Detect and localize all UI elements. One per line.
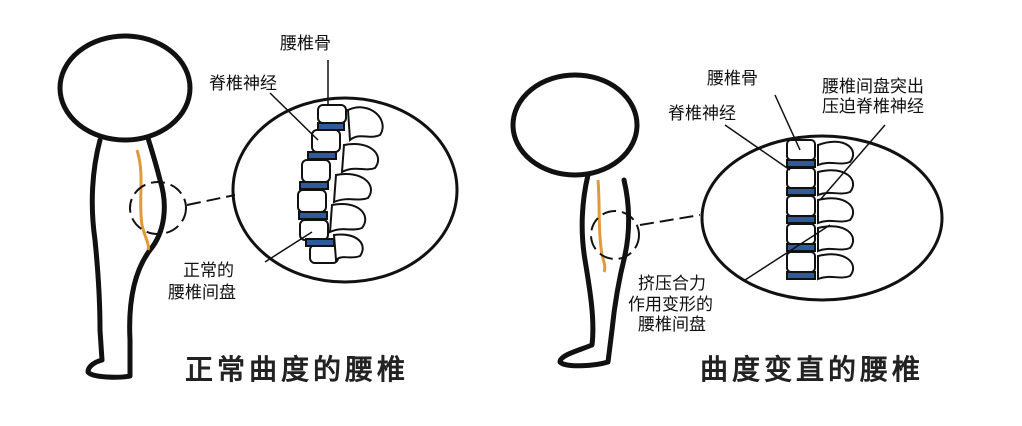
left-figure xyxy=(57,33,193,380)
label-spinal-nerve-right: 脊椎神经 xyxy=(668,104,736,124)
label-normal-disc-1: 正常的 xyxy=(183,261,234,281)
right-title: 曲度变直的腰椎 xyxy=(700,353,925,386)
label-herniation-2: 压迫脊椎神经 xyxy=(822,97,924,117)
label-vertebra-left: 腰椎骨 xyxy=(280,34,331,54)
label-deformed-2: 作用变形的 xyxy=(628,295,713,315)
label-herniation-1: 腰椎间盘突出 xyxy=(822,77,924,97)
label-deformed-3: 腰椎间盘 xyxy=(638,315,706,335)
left-spine xyxy=(297,104,384,264)
right-spine xyxy=(786,139,855,281)
label-vertebra-right: 腰椎骨 xyxy=(707,69,758,89)
right-figure xyxy=(510,72,640,369)
label-deformed-1: 挤压合力 xyxy=(638,274,706,294)
label-spinal-nerve-left: 脊椎神经 xyxy=(209,74,277,94)
left-title: 正常曲度的腰椎 xyxy=(185,353,410,386)
label-normal-disc-2: 腰椎间盘 xyxy=(168,283,236,303)
